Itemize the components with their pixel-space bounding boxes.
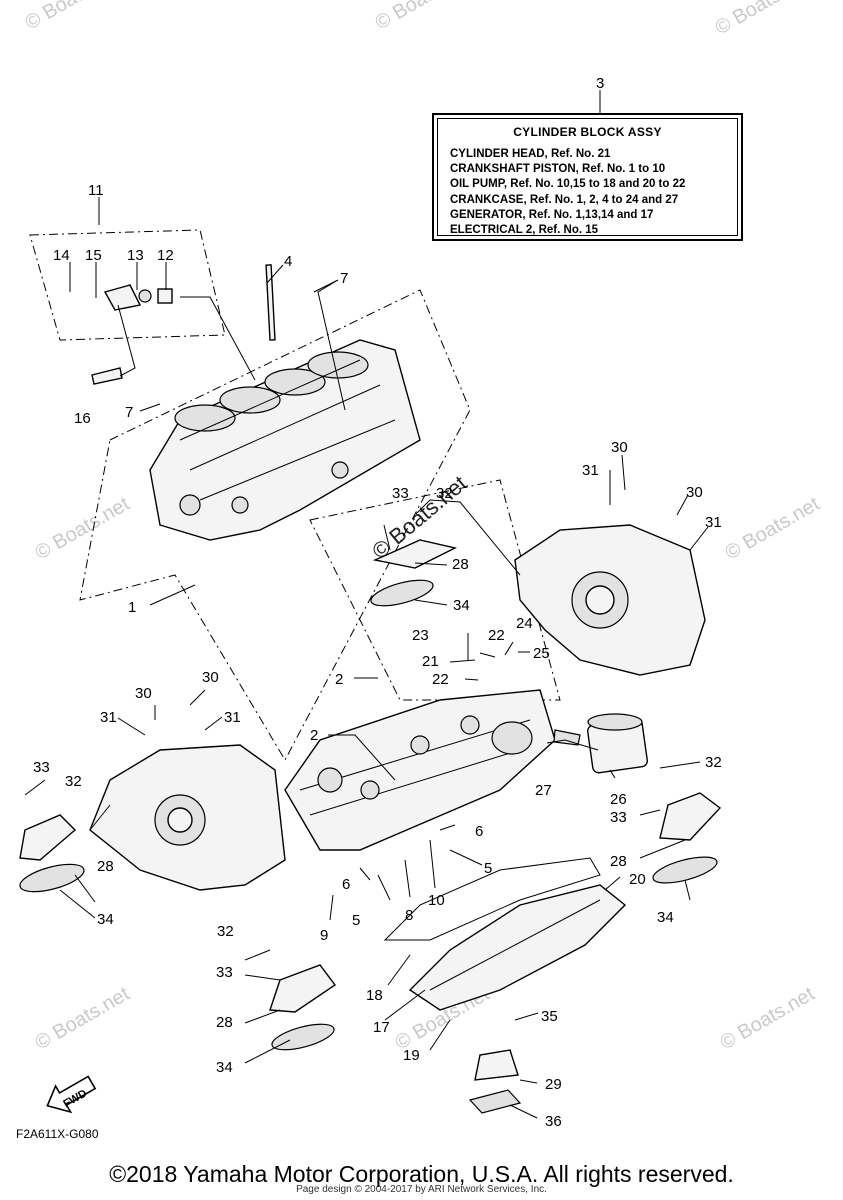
callout-2: 2 xyxy=(335,671,343,688)
callout-18: 18 xyxy=(366,987,383,1004)
fwd-arrow: FWD xyxy=(46,1075,97,1114)
callout-25: 25 xyxy=(533,645,550,662)
watermark: © Boats.net xyxy=(32,493,134,565)
callout-22: 22 xyxy=(488,627,505,644)
callout-5: 5 xyxy=(352,912,360,929)
spec-line: ELECTRICAL 2, Ref. No. 15 xyxy=(450,224,599,237)
callout-27: 27 xyxy=(535,782,552,799)
callout-34: 34 xyxy=(216,1059,233,1076)
callout-30: 30 xyxy=(202,669,219,686)
callout-8: 8 xyxy=(405,907,413,924)
callout-9: 9 xyxy=(320,927,328,944)
watermark: © Boats.net xyxy=(372,0,474,34)
callout-34: 34 xyxy=(453,597,470,614)
callout-30: 30 xyxy=(611,439,628,456)
callout-33: 33 xyxy=(216,964,233,981)
callout-23: 23 xyxy=(412,627,429,644)
callout-13: 13 xyxy=(127,247,144,264)
callout-17: 17 xyxy=(373,1019,390,1036)
callout-31: 31 xyxy=(705,514,722,531)
callout-31: 31 xyxy=(100,709,117,726)
spec-line: CRANKCASE, Ref. No. 1, 2, 4 to 24 and 27 xyxy=(450,193,679,206)
callout-30: 30 xyxy=(135,685,152,702)
callout-3: 3 xyxy=(596,75,604,92)
fwd-arrow-icon xyxy=(46,1075,97,1114)
callout-12: 12 xyxy=(157,247,174,264)
spec-line: CRANKSHAFT PISTON, Ref. No. 1 to 10 xyxy=(450,163,666,176)
cylinder-block-assy-box-inner: CYLINDER BLOCK ASSY CYLINDER HEAD, Ref. … xyxy=(437,118,738,236)
callout-24: 24 xyxy=(516,615,533,632)
callout-29: 29 xyxy=(545,1076,562,1093)
callout-2: 2 xyxy=(310,727,318,744)
callout-15: 15 xyxy=(85,247,102,264)
watermark: © Boats.net xyxy=(717,983,819,1055)
callout-1: 1 xyxy=(128,599,136,616)
copyright-notice: ©2018 Yamaha Motor Corporation, U.S.A. A… xyxy=(109,1161,734,1187)
dashed-boundaries xyxy=(29,229,561,762)
callout-28: 28 xyxy=(452,556,469,573)
callout-7: 7 xyxy=(340,270,348,287)
callout-32: 32 xyxy=(65,773,82,790)
callout-36: 36 xyxy=(545,1113,562,1130)
callout-33: 33 xyxy=(33,759,50,776)
callout-14: 14 xyxy=(53,247,70,264)
callout-32: 32 xyxy=(217,923,234,940)
callout-33: 33 xyxy=(610,809,627,826)
callout-10: 10 xyxy=(428,892,445,909)
crankcase-boundary xyxy=(309,479,561,701)
callout-28: 28 xyxy=(216,1014,233,1031)
callout-6: 6 xyxy=(475,823,483,840)
spec-box-lines: CYLINDER HEAD, Ref. No. 21 CRANKSHAFT PI… xyxy=(450,147,685,238)
left-crankcase-cover xyxy=(89,744,286,891)
watermark: © Boats.net xyxy=(32,983,134,1055)
callout-34: 34 xyxy=(657,909,674,926)
callout-7: 7 xyxy=(125,404,133,421)
spec-line: CYLINDER HEAD, Ref. No. 21 xyxy=(450,148,611,160)
callout-33: 33 xyxy=(392,485,409,502)
callout-26: 26 xyxy=(610,791,627,808)
callout-6: 6 xyxy=(342,876,350,893)
crankcase xyxy=(284,689,556,851)
cylinder-block xyxy=(149,339,421,541)
generator-cover xyxy=(514,524,706,676)
callout-32: 32 xyxy=(436,485,453,502)
callout-5: 5 xyxy=(484,860,492,877)
callout-31: 31 xyxy=(224,709,241,726)
callout-labels: 3 1 2 2 4 5 5 6 6 7 7 8 9 10 11 12 13 14… xyxy=(33,75,722,1130)
callout-31: 31 xyxy=(582,462,599,479)
callout-28: 28 xyxy=(97,858,114,875)
callout-21: 21 xyxy=(422,653,439,670)
cylinder-block-boundary xyxy=(79,289,471,762)
callout-28: 28 xyxy=(610,853,627,870)
callout-16: 16 xyxy=(74,410,91,427)
callout-30: 30 xyxy=(686,484,703,501)
leader-lines xyxy=(24,90,709,1119)
watermark: © Boats.net xyxy=(22,0,124,34)
callout-35: 35 xyxy=(541,1008,558,1025)
oil-pan xyxy=(383,857,627,1011)
callout-32: 32 xyxy=(705,754,722,771)
callout-22: 22 xyxy=(432,671,449,688)
watermark: © Boats.net xyxy=(712,0,814,39)
callout-19: 19 xyxy=(403,1047,420,1064)
cylinder-block-assy-box: CYLINDER BLOCK ASSY CYLINDER HEAD, Ref. … xyxy=(432,113,743,241)
oil-filter xyxy=(553,713,648,774)
page-credit: Page design © 2004-2017 by ARI Network S… xyxy=(296,1184,547,1195)
callout-4: 4 xyxy=(284,253,292,270)
small-parts xyxy=(19,264,722,1114)
callout-11: 11 xyxy=(88,182,104,199)
callout-20: 20 xyxy=(629,871,646,888)
spec-box-title: CYLINDER BLOCK ASSY xyxy=(513,125,662,139)
watermark: © Boats.net xyxy=(722,493,824,565)
spec-line: OIL PUMP, Ref. No. 10,15 to 18 and 20 to… xyxy=(450,178,686,191)
callout-34: 34 xyxy=(97,911,114,928)
part-11-group-boundary xyxy=(29,229,226,341)
diagram-code: F2A611X-G080 xyxy=(16,1127,99,1141)
spec-line: GENERATOR, Ref. No. 1,13,14 and 17 xyxy=(450,208,654,221)
